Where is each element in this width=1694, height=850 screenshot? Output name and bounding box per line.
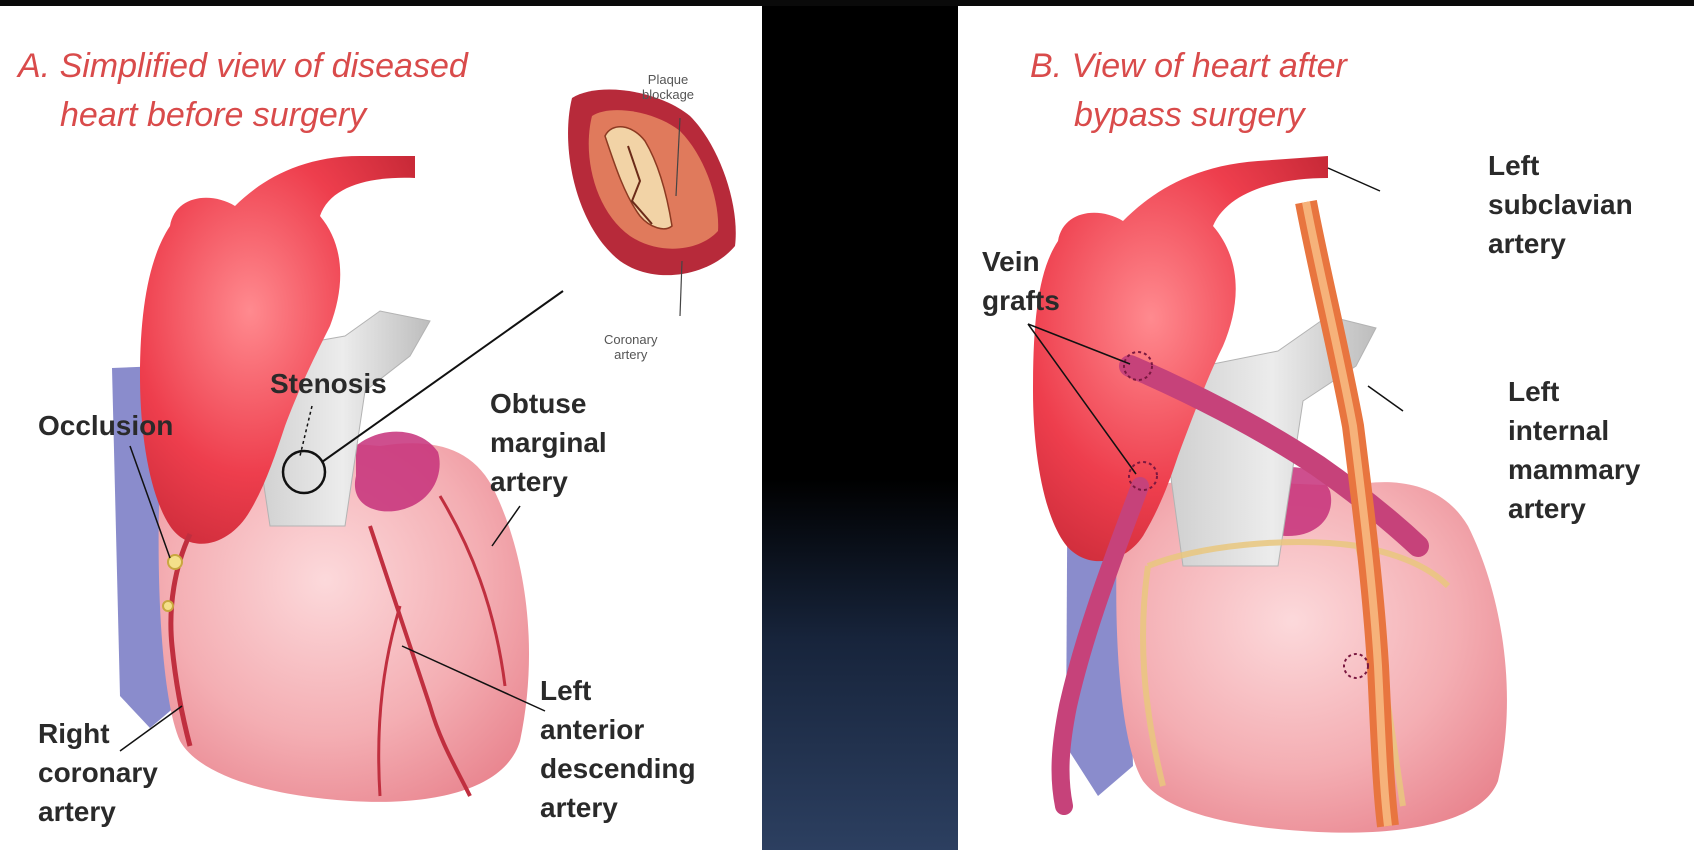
lima-leader: [1368, 386, 1403, 411]
lima-label-line-1: Left: [1508, 372, 1640, 411]
obtuse-label-line-1: Obtuse: [490, 384, 607, 423]
lima-label-line-3: mammary: [1508, 450, 1640, 489]
panel-b-title-line-2: bypass surgery: [1030, 91, 1347, 140]
panel-b-after-surgery: B. View of heart after bypass surgery Ve…: [958, 6, 1694, 850]
center-divider: [762, 6, 958, 850]
panel-b-title: B. View of heart after bypass surgery: [1030, 42, 1347, 140]
panel-b-title-line-1: B. View of heart after: [1030, 42, 1347, 91]
rca-label-line-2: coronary: [38, 753, 158, 792]
stenosis-label-text: Stenosis: [270, 364, 387, 403]
panel-a-title: A. Simplified view of diseased heart bef…: [18, 42, 468, 140]
vein-label-line-1: Vein: [982, 242, 1060, 281]
right-coronary-label: Right coronary artery: [38, 714, 158, 831]
artery-cross-section-inset: [568, 90, 736, 316]
left-internal-mammary-label: Left internal mammary artery: [1508, 372, 1640, 528]
subclavian-leader: [1328, 168, 1380, 191]
rca-label-line-3: artery: [38, 792, 158, 831]
lad-label-line-3: descending: [540, 749, 696, 788]
lad-label-line-4: artery: [540, 788, 696, 827]
left-subclavian-label: Left subclavian artery: [1488, 146, 1633, 263]
coronary-artery-inset-label: Coronary artery: [604, 332, 657, 362]
occlusion-label-text: Occlusion: [38, 406, 173, 445]
coronary-inset-line-2: artery: [604, 347, 657, 362]
obtuse-marginal-label: Obtuse marginal artery: [490, 384, 607, 501]
coronary-inset-line-1: Coronary: [604, 332, 657, 347]
obtuse-label-line-2: marginal: [490, 423, 607, 462]
panel-a-title-line-2: heart before surgery: [18, 91, 468, 140]
lad-label-line-1: Left: [540, 671, 696, 710]
panel-a-before-surgery: A. Simplified view of diseased heart bef…: [0, 6, 762, 850]
vein-label-line-2: grafts: [982, 281, 1060, 320]
subclavian-label-line-2: subclavian: [1488, 185, 1633, 224]
plaque-label-line-1: Plaque: [642, 72, 694, 87]
plaque-label-line-2: blockage: [642, 87, 694, 102]
lad-label: Left anterior descending artery: [540, 671, 696, 827]
occlusion-spot-2: [163, 601, 173, 611]
stenosis-label: Stenosis: [270, 364, 387, 403]
heart-body: [1116, 480, 1507, 833]
lima-label-line-2: internal: [1508, 411, 1640, 450]
lima-label-line-4: artery: [1508, 489, 1640, 528]
occlusion-label: Occlusion: [38, 406, 173, 445]
lad-label-line-2: anterior: [540, 710, 696, 749]
subclavian-label-line-1: Left: [1488, 146, 1633, 185]
subclavian-label-line-3: artery: [1488, 224, 1633, 263]
obtuse-label-line-3: artery: [490, 462, 607, 501]
plaque-blockage-label: Plaque blockage: [642, 72, 694, 102]
vein-grafts-label: Vein grafts: [982, 242, 1060, 320]
rca-label-line-1: Right: [38, 714, 158, 753]
panel-a-title-line-1: A. Simplified view of diseased: [18, 42, 468, 91]
